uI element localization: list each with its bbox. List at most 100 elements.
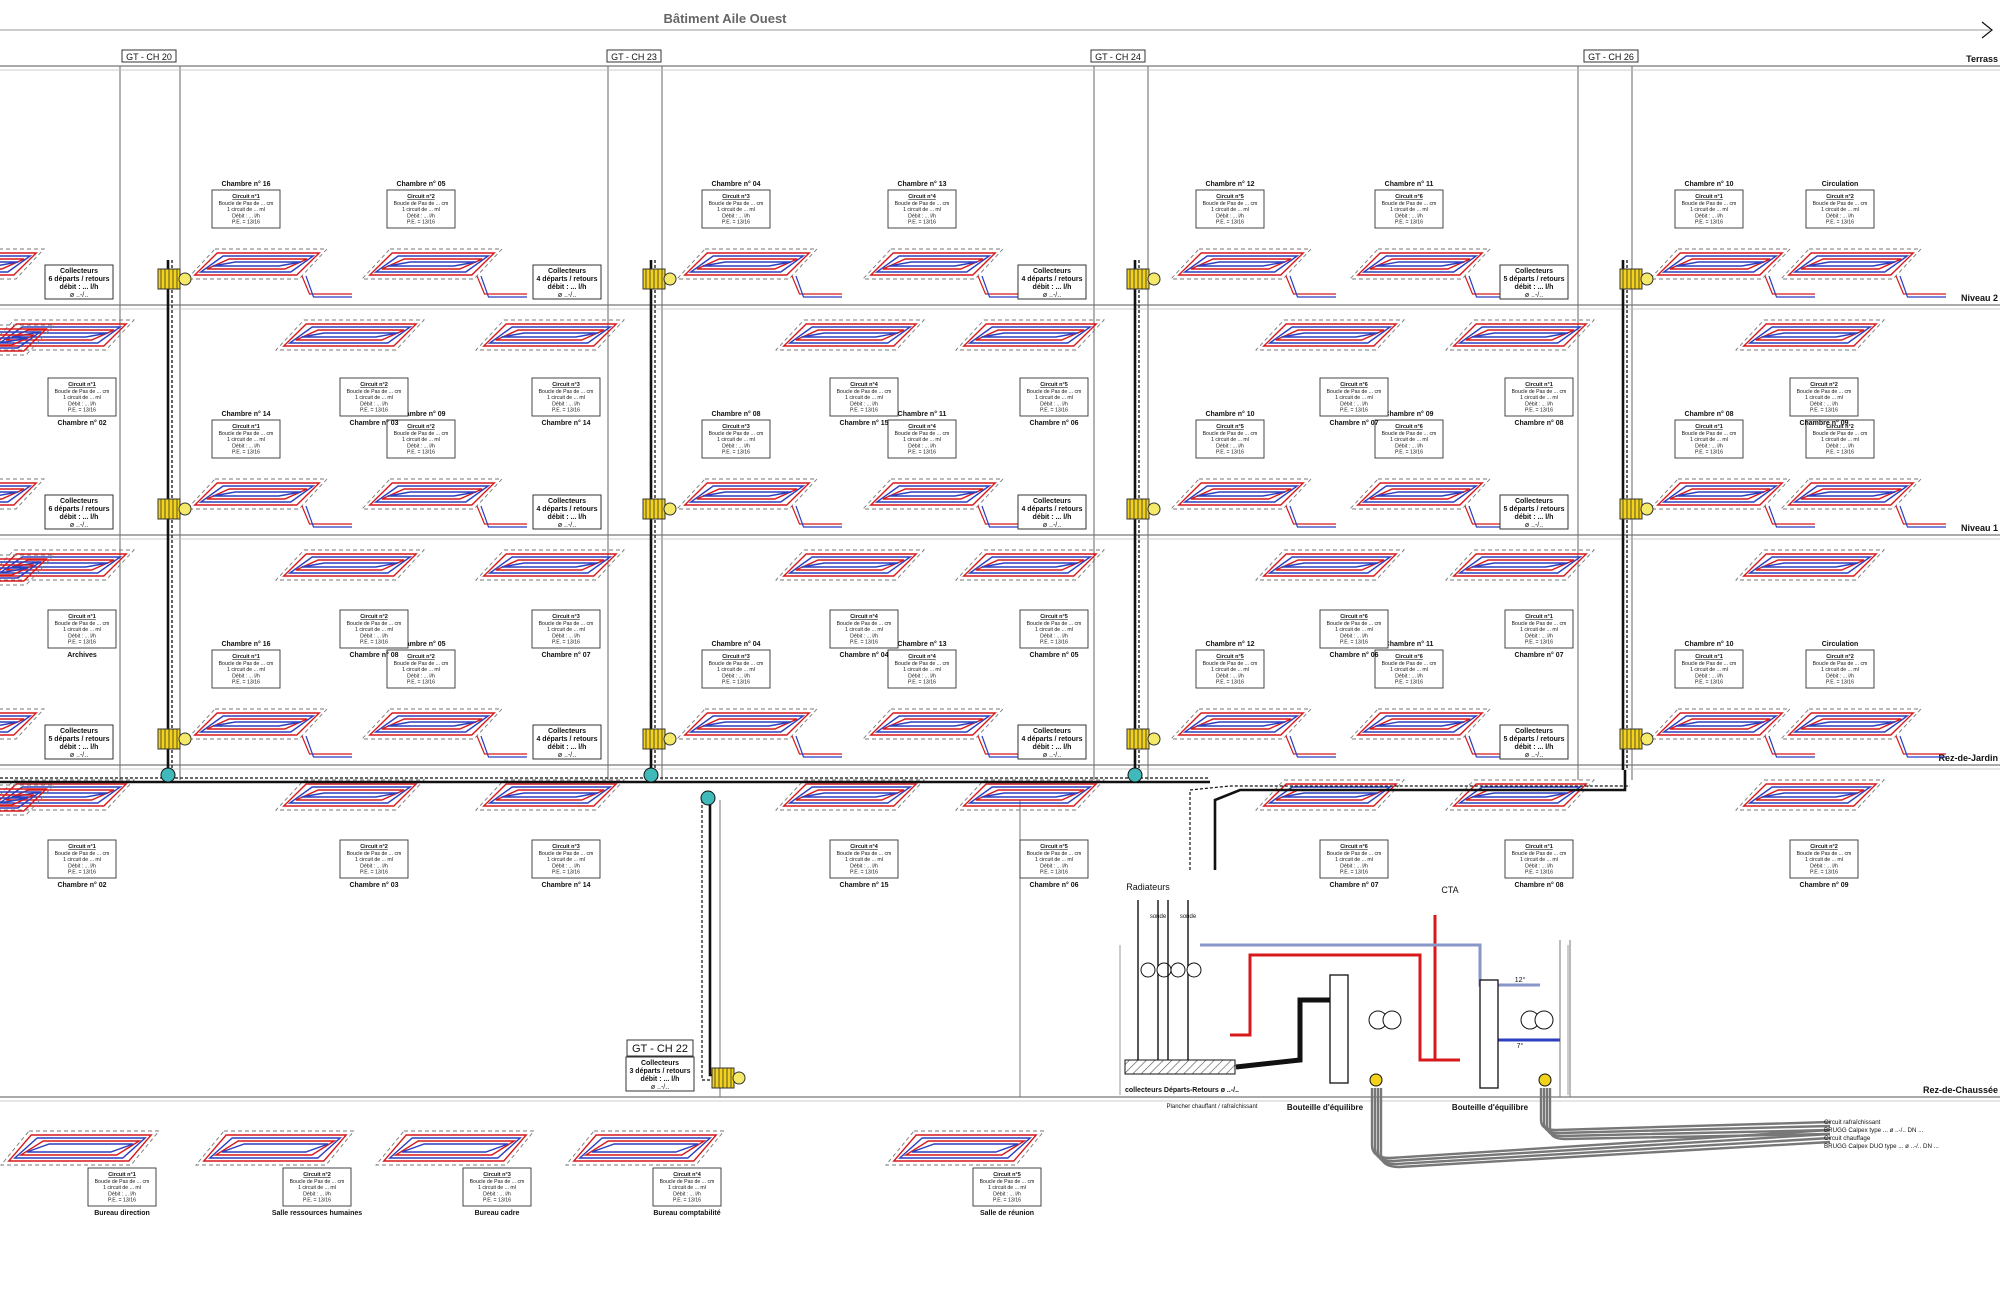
circuit-line: Boucle de Pas de ... cm (837, 389, 892, 395)
circuit-line: P.E. = 13/16 (360, 870, 388, 876)
collector-box-frame (1499, 264, 1569, 300)
circuit-line: Boucle de Pas de ... cm (347, 389, 402, 395)
collector-line: 4 départs / retours (1021, 736, 1082, 743)
circuit-line: Débit : ... l/h (108, 1191, 136, 1197)
feed-supply (476, 735, 527, 755)
loop-pipe (962, 553, 1098, 577)
loop-pipe (897, 1137, 1033, 1159)
loop-feed (1764, 275, 1815, 298)
loop-pipe (702, 721, 792, 727)
heating-loop (1648, 248, 1792, 280)
feed-supply (791, 735, 842, 755)
loop-pipe (501, 562, 599, 568)
circuit-line: Boucle de Pas de ... cm (1512, 621, 1567, 627)
heating-loop (565, 1130, 725, 1166)
loop-pipe (1196, 721, 1286, 727)
heating-loop (861, 248, 1005, 280)
level-label: Rez-de-Chaussée (1923, 1085, 1998, 1095)
loop-pipe (1742, 323, 1878, 347)
circuit-box-frame (531, 839, 601, 879)
circuit-box-frame (386, 649, 456, 689)
feed-return (981, 275, 1028, 298)
feed-return (305, 735, 352, 758)
loop-outline (0, 478, 46, 510)
circuit-box-frame (1374, 419, 1444, 459)
heating-loop (474, 319, 626, 351)
circuit-line: Débit : ... l/h (993, 1191, 1021, 1197)
circuit-line: Débit : ... l/h (232, 213, 260, 219)
circuit-line: Boucle de Pas de ... cm (1512, 851, 1567, 857)
circuit-number: Circuit n°3 (552, 614, 580, 620)
circuit-line: Boucle de Pas de ... cm (1682, 431, 1737, 437)
collector-line: Collecteurs (548, 728, 586, 735)
loop-pipe (7, 1134, 153, 1162)
circuit-line: Boucle de Pas de ... cm (347, 851, 402, 857)
circuit-line: Boucle de Pas de ... cm (1327, 621, 1382, 627)
circuit-line: Boucle de Pas de ... cm (980, 1179, 1035, 1185)
circuit-number: Circuit n°2 (1826, 424, 1854, 430)
circuit-number: Circuit n°4 (850, 614, 879, 620)
room-name: Chambre n° 16 (221, 180, 270, 188)
loop-pipe (967, 326, 1093, 344)
loop-pipe (207, 1137, 343, 1159)
loop-feed (476, 505, 527, 528)
circuit-line: Débit : ... l/h (1395, 213, 1423, 219)
circuit-box-frame (701, 419, 771, 459)
circuit-line: Débit : ... l/h (552, 633, 580, 639)
cta-label: CTA (1441, 885, 1458, 895)
collector-box-frame (625, 1056, 695, 1092)
feed-supply (476, 505, 527, 525)
loop-outline (0, 1130, 160, 1166)
collector-line: ø ..-/.. (558, 292, 576, 299)
feed-return (1899, 735, 1946, 758)
circuit-box-frame (887, 649, 957, 689)
loop-feed (301, 505, 352, 528)
balancing-valve (700, 790, 716, 806)
drawing-title: Bâtiment Aile Ouest (663, 11, 787, 26)
loop-pipe (282, 783, 418, 807)
manifold-pump (178, 272, 192, 286)
loop-pipe (0, 564, 35, 576)
circuit-line: Boucle de Pas de ... cm (1382, 661, 1437, 667)
room-name: Chambre n° 07 (1329, 881, 1378, 889)
circuit-number: Circuit n°1 (232, 654, 260, 660)
pump (1140, 962, 1156, 978)
heating-pipe (1235, 997, 1330, 1070)
level-label: Terrass (1966, 54, 1998, 64)
loop-pipe (1806, 721, 1896, 727)
loop-pipe (967, 556, 1093, 574)
loop-pipe (702, 261, 792, 267)
circuit-line: 1 circuit de ... ml (1211, 207, 1249, 213)
riser-tag-label: GT - CH 23 (611, 52, 657, 62)
loop-pipe (787, 786, 913, 804)
loop-pipe (869, 252, 997, 276)
loop-outline (774, 549, 926, 581)
room-name: Chambre n° 10 (1684, 180, 1733, 188)
heating-loop (0, 554, 56, 586)
circuit-line: 1 circuit de ... ml (845, 395, 883, 401)
valve (1369, 1073, 1383, 1087)
loop-pipe (1177, 252, 1305, 276)
loop-pipe (368, 712, 496, 736)
loop-pipe (981, 562, 1079, 568)
loop-pipe (1675, 261, 1765, 267)
circuit-line: Débit : ... l/h (908, 443, 936, 449)
loop-pipe (26, 1143, 134, 1153)
sensor-label: sonde (1180, 914, 1197, 920)
heating-loop (1779, 478, 1923, 510)
circuit-line: Débit : ... l/h (1826, 673, 1854, 679)
room-name: Bureau comptabilité (653, 1210, 720, 1217)
circuit-line: P.E. = 13/16 (108, 1198, 136, 1204)
circuit-box-frame (1504, 839, 1574, 879)
circuit-line: P.E. = 13/16 (1395, 680, 1423, 686)
circuit-line: Boucle de Pas de ... cm (1797, 851, 1852, 857)
heating-loop (885, 1130, 1045, 1166)
